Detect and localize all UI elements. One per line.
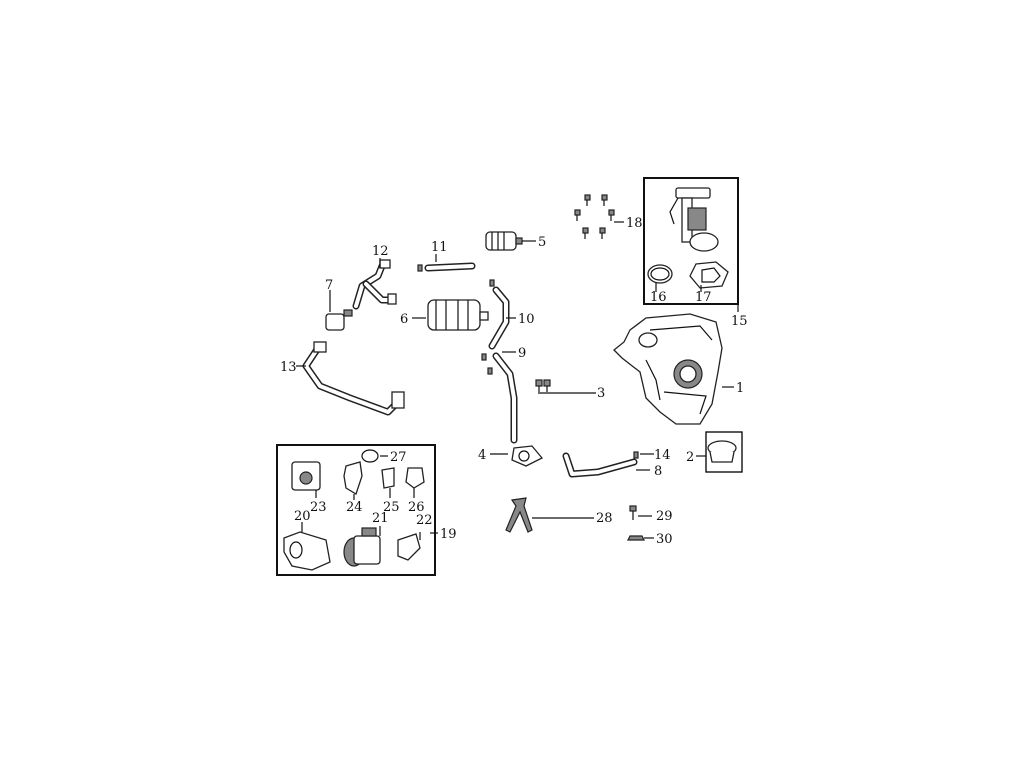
label-20: 20: [294, 509, 311, 524]
label-4: 4: [478, 448, 486, 463]
label-28: 28: [596, 511, 613, 526]
label-15: 15: [731, 314, 748, 329]
fuel-line-part: [296, 341, 405, 416]
label-26: 26: [408, 500, 425, 515]
label-22: 22: [416, 513, 433, 528]
throttle-sensor-part: [291, 461, 321, 498]
label-3: 3: [597, 386, 605, 401]
label-5: 5: [538, 235, 546, 250]
gasket-part: [381, 467, 395, 489]
label-17: 17: [695, 290, 712, 305]
label-13: 13: [280, 360, 297, 375]
bent-pipe-part: [352, 258, 397, 310]
seal-ring-part: [361, 449, 379, 463]
label-1: 1: [736, 381, 744, 396]
throttle-body-part: [343, 526, 381, 567]
label-8: 8: [654, 464, 662, 479]
charcoal-canister-part: [412, 299, 489, 331]
label-7: 7: [325, 278, 333, 293]
label-24: 24: [346, 500, 363, 515]
fuel-filter-part: [325, 290, 353, 331]
label-16: 16: [650, 290, 667, 305]
label-9: 9: [518, 346, 526, 361]
intake-manifold-part: [283, 531, 331, 571]
label-25: 25: [383, 500, 400, 515]
label-23: 23: [310, 500, 327, 515]
fuel-pump-part: [669, 187, 719, 252]
label-18: 18: [626, 216, 643, 231]
callout-labels: 1 2 3 4 5 6 7 8 9 10 11 12 13 14 15 16 1…: [280, 216, 748, 547]
screw-part: [629, 505, 652, 520]
label-29: 29: [656, 509, 673, 524]
straight-hose-part: [417, 254, 476, 272]
label-30: 30: [656, 532, 673, 547]
label-10: 10: [518, 312, 535, 327]
bolt-part: [535, 379, 596, 394]
valve-plate-part: [343, 461, 363, 495]
throttle-body-group: [276, 444, 438, 576]
throttle-body-group-frame: [276, 444, 436, 576]
fuel-valve-part: [485, 231, 536, 251]
vent-hose-part: [488, 279, 516, 350]
label-2: 2: [686, 450, 694, 465]
fuel-pump-group: [643, 177, 739, 312]
injector-part: [397, 532, 421, 561]
fuel-tank-part: [613, 313, 734, 425]
pump-gasket-part: [689, 261, 729, 289]
fuel-cock-part: [490, 445, 544, 467]
drain-hose-part: [481, 351, 518, 444]
return-hose-part: [562, 451, 654, 478]
fuel-pump-group-frame: [643, 177, 739, 305]
label-14: 14: [654, 448, 671, 463]
label-12: 12: [372, 244, 389, 259]
label-21: 21: [372, 511, 389, 526]
fuel-cap-part: [696, 431, 743, 473]
label-19: 19: [440, 527, 457, 542]
bracket-part: [505, 497, 594, 533]
label-11: 11: [431, 240, 448, 255]
idle-actuator-part: [405, 467, 425, 489]
label-6: 6: [400, 312, 408, 327]
nut-part: [627, 535, 654, 541]
label-27: 27: [390, 450, 407, 465]
bolt-set-part: [574, 194, 624, 239]
